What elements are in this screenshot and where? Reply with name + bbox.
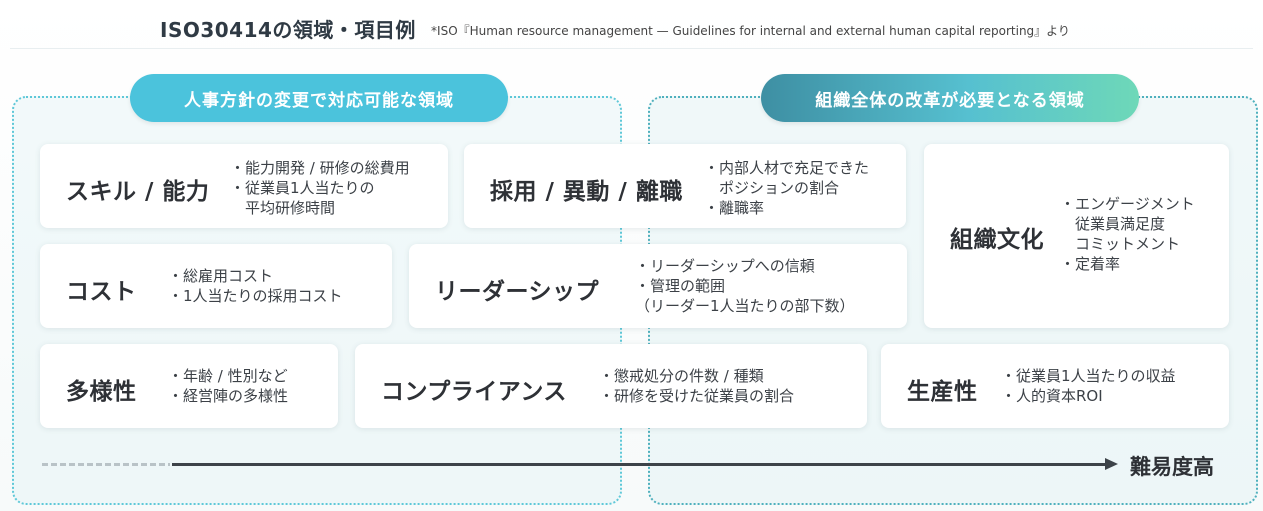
list-item: ・管理の範囲 (635, 277, 726, 295)
list-item: ・内部人材で充足できた (704, 159, 870, 177)
card-diversity: 多様性 ・年齢 / 性別など ・経営陣の多様性 (40, 344, 338, 428)
source-note: *ISO『Human resource management — Guideli… (431, 24, 1070, 38)
list-item: ・リーダーシップへの信頼 (635, 257, 815, 275)
card-item-list: ・エンゲージメント 従業員満足度 コミットメント ・定着率 (1060, 194, 1195, 274)
card-item-list: ・内部人材で充足できた ポジションの割合 ・離職率 (704, 158, 869, 218)
card-title: 生産性 (907, 379, 978, 405)
card-cost: コスト ・総雇用コスト ・1人当たりの採用コスト (40, 244, 392, 328)
difficulty-arrow-tail (42, 463, 170, 466)
card-org-culture: 組織文化 ・エンゲージメント 従業員満足度 コミットメント ・定着率 (924, 144, 1229, 328)
header: ISO30414の領域・項目例 *ISO『Human resource mana… (160, 14, 1070, 43)
card-title: 採用 / 異動 / 離職 (490, 179, 683, 205)
card-leadership: リーダーシップ ・リーダーシップへの信頼 ・管理の範囲 （リーダー1人当たりの部… (409, 244, 907, 328)
region-label-policy-change: 人事方針の変更で対応可能な領域 (130, 74, 508, 122)
card-productivity: 生産性 ・従業員1人当たりの収益 ・人的資本ROI (881, 344, 1229, 428)
page-title: ISO30414の領域・項目例 (160, 18, 416, 42)
card-item-list: ・懲戒処分の件数 / 種類 ・研修を受けた従業員の割合 (599, 366, 794, 406)
list-item: ・従業員1人当たりの (230, 179, 375, 197)
header-divider (10, 48, 1253, 49)
card-title: スキル / 能力 (66, 179, 210, 205)
region-label-org-reform: 組織全体の改革が必要となる領域 (761, 74, 1139, 122)
card-title: コンプライアンス (381, 379, 567, 405)
list-item: ポジションの割合 (704, 179, 840, 197)
list-item: 従業員満足度 (1060, 215, 1166, 233)
difficulty-arrow-line (172, 463, 1107, 466)
list-item: ・定着率 (1060, 255, 1121, 273)
card-item-list: ・リーダーシップへの信頼 ・管理の範囲 （リーダー1人当たりの部下数） (635, 256, 855, 316)
card-title: リーダーシップ (435, 279, 600, 305)
list-item: コミットメント (1060, 235, 1181, 253)
list-item: ・研修を受けた従業員の割合 (599, 387, 795, 405)
difficulty-label: 難易度高 (1130, 455, 1214, 479)
arrow-right-icon (1105, 458, 1118, 470)
list-item: 平均研修時間 (230, 199, 336, 217)
list-item: ・懲戒処分の件数 / 種類 (599, 367, 764, 385)
list-item: ・離職率 (704, 199, 765, 217)
list-item: ・人的資本ROI (1001, 387, 1103, 405)
card-compliance: コンプライアンス ・懲戒処分の件数 / 種類 ・研修を受けた従業員の割合 (355, 344, 867, 428)
card-skill: スキル / 能力 ・能力開発 / 研修の総費用 ・従業員1人当たりの 平均研修時… (40, 144, 448, 228)
list-item: ・年齢 / 性別など (168, 367, 288, 385)
card-item-list: ・従業員1人当たりの収益 ・人的資本ROI (1001, 366, 1176, 406)
card-title: コスト (66, 279, 137, 305)
list-item: ・総雇用コスト (168, 267, 274, 285)
list-item: （リーダー1人当たりの部下数） (635, 297, 855, 315)
card-title: 多様性 (66, 379, 137, 405)
card-item-list: ・総雇用コスト ・1人当たりの採用コスト (168, 266, 343, 306)
card-recruitment: 採用 / 異動 / 離職 ・内部人材で充足できた ポジションの割合 ・離職率 (464, 144, 906, 228)
list-item: ・エンゲージメント (1060, 195, 1195, 213)
list-item: ・1人当たりの採用コスト (168, 287, 343, 305)
list-item: ・能力開発 / 研修の総費用 (230, 159, 410, 177)
list-item: ・経営陣の多様性 (168, 387, 289, 405)
card-item-list: ・能力開発 / 研修の総費用 ・従業員1人当たりの 平均研修時間 (230, 158, 410, 218)
list-item: ・従業員1人当たりの収益 (1001, 367, 1176, 385)
card-title: 組織文化 (950, 227, 1044, 253)
card-item-list: ・年齢 / 性別など ・経営陣の多様性 (168, 366, 288, 406)
